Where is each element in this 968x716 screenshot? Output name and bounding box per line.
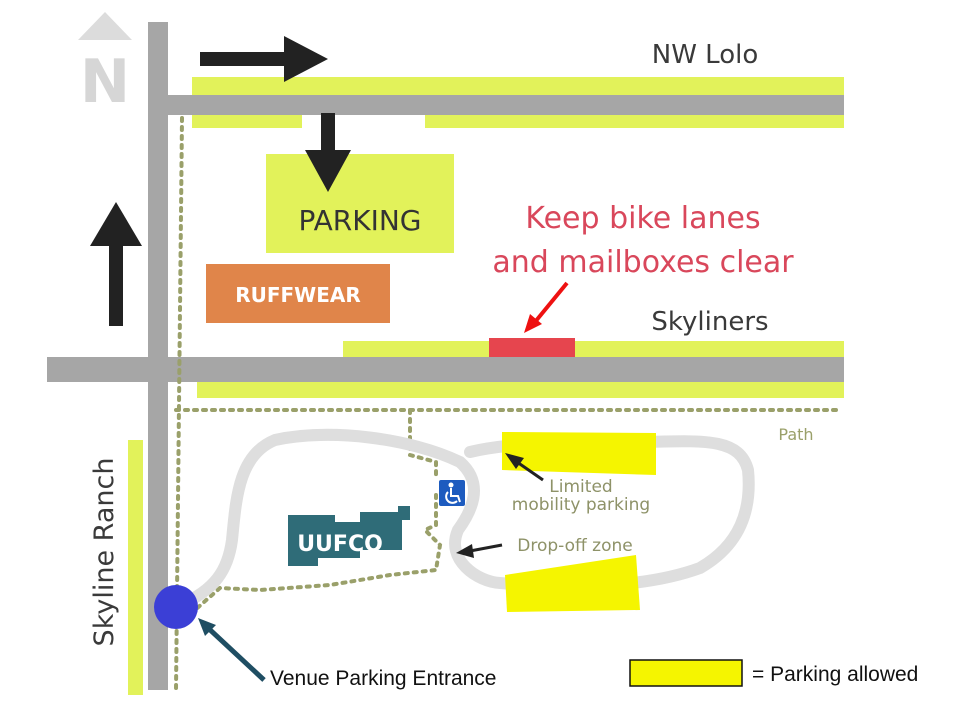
- warning-text-line-2: and mailboxes clear: [492, 245, 794, 280]
- limited-mobility-label-line-1: Limited: [549, 477, 612, 497]
- dropoff-pointer-arrow-icon: [456, 543, 503, 558]
- limited-mobility-pointer-arrow-icon: [505, 453, 544, 482]
- direction-arrow-icon: [305, 113, 351, 192]
- parking-strip-lolo-north: [192, 77, 844, 95]
- direction-arrow-icon: [90, 202, 142, 326]
- parking-lot: PARKING: [266, 154, 454, 253]
- ruffwear-label: RUFFWEAR: [235, 283, 361, 307]
- north-arrow-icon: N: [78, 12, 132, 117]
- parking-strips: [128, 77, 844, 695]
- path-label: Path: [778, 425, 813, 444]
- legend-swatch: [629, 659, 743, 687]
- road-nw-lolo: [148, 95, 844, 115]
- street-label-nw-lolo: NW Lolo: [652, 40, 759, 70]
- uufco-label: UUFCO: [297, 532, 383, 557]
- street-label-skyline-ranch: Skyline Ranch: [89, 458, 120, 647]
- legend-label: = Parking allowed: [752, 663, 918, 686]
- venue-entrance-label: Venue Parking Entrance: [270, 667, 497, 690]
- road-skyline-ranch: [148, 22, 168, 690]
- parking-lot-label: PARKING: [299, 204, 422, 237]
- uufco-building: UUFCO: [288, 506, 410, 566]
- venue-access-loop: [174, 428, 755, 611]
- warning-text-line-1: Keep bike lanes: [525, 201, 760, 236]
- limited-mobility-label-line-2: mobility parking: [512, 495, 650, 515]
- warning-arrow-icon: [524, 281, 569, 333]
- road-skyliners: [47, 357, 844, 382]
- limited-mobility-parking-zone: [502, 432, 656, 475]
- dropoff-parking-zone: [505, 555, 640, 612]
- entrance-marker-icon: [154, 585, 198, 629]
- parking-strip-skyline-ranch: [128, 440, 143, 695]
- mailbox-zone: [489, 338, 575, 357]
- legend: = Parking allowed: [629, 659, 918, 687]
- parking-strip-skyliners-south: [197, 382, 844, 398]
- wheelchair-icon: [439, 480, 465, 506]
- north-label: N: [80, 47, 130, 117]
- direction-arrow-icon: [200, 36, 328, 82]
- street-label-skyliners: Skyliners: [651, 307, 768, 337]
- ruffwear-building: RUFFWEAR: [206, 264, 390, 323]
- parking-strip-lolo-south-east: [425, 115, 844, 128]
- entrance-pointer-arrow-icon: [198, 618, 266, 682]
- parking-strip-lolo-south-west: [192, 115, 302, 128]
- parking-strip-skyliners-north: [343, 341, 844, 357]
- dropoff-zone-label: Drop-off zone: [517, 536, 632, 556]
